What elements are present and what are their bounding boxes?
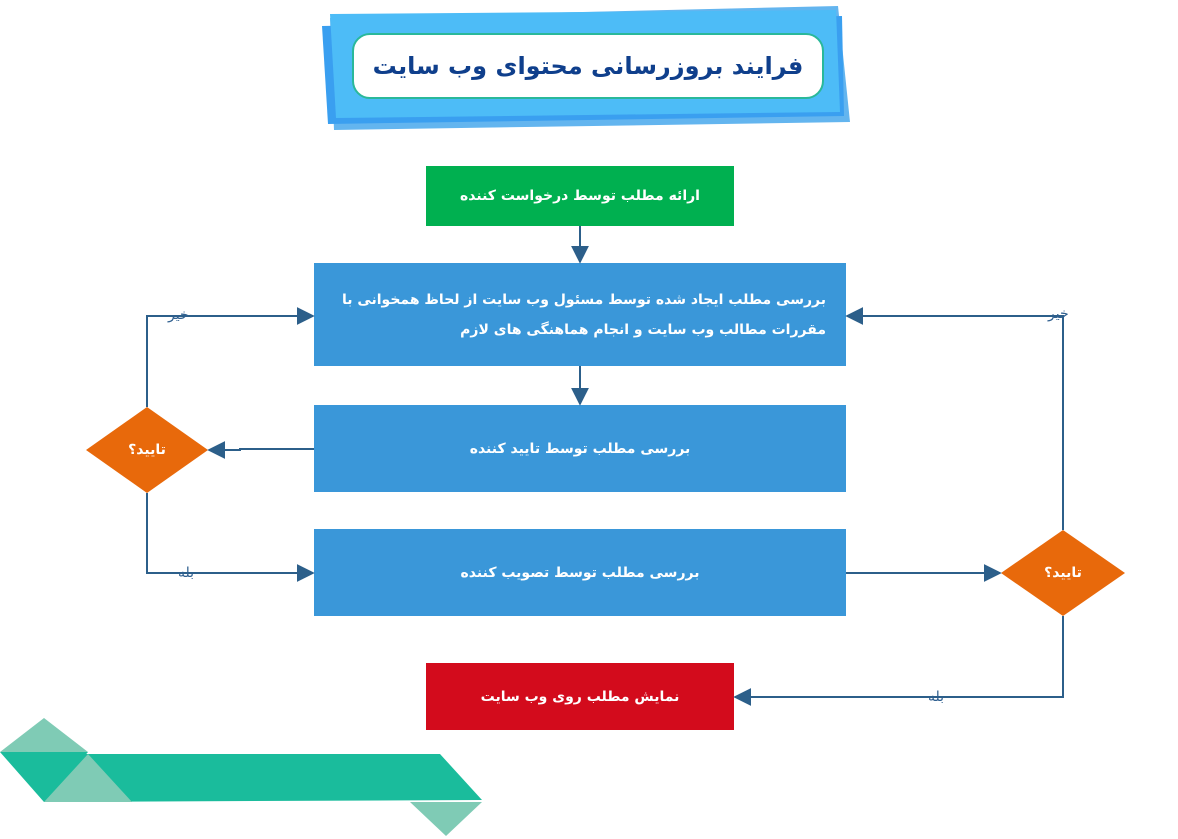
left-yes-label: بله: [178, 565, 195, 581]
left-decision-label: تایید؟: [128, 442, 166, 458]
left-no-label: خیر: [168, 307, 189, 323]
manager-review-box: [314, 263, 846, 366]
arrow-approver-to-left-decision: [207, 441, 314, 459]
publish-box: [426, 663, 734, 730]
ratifier-review-label: بررسی مطلب توسط تصویب کننده: [460, 564, 700, 581]
arrow-left-decision-yes: [146, 493, 315, 582]
right-decision-diamond: [1001, 530, 1125, 616]
submit-request-box: [426, 166, 734, 226]
approver-review-label: بررسی مطلب توسط تایید کننده: [469, 440, 691, 457]
arrow-right-decision-yes: [733, 616, 1064, 706]
arrow-left-decision-no: [146, 307, 315, 407]
right-no-label: خیر: [1048, 306, 1069, 322]
right-decision-label: تایید؟: [1044, 565, 1082, 581]
left-decision-diamond: [86, 407, 208, 493]
decorative-ribbon: [0, 718, 482, 836]
page-title: فرایند بروزرسانی محتوای وب سایت: [352, 33, 824, 99]
right-yes-label: بله: [928, 689, 945, 705]
manager-review-label: بررسی مطلب ایجاد شده توسط مسئول وب سایت …: [341, 291, 826, 338]
submit-request-label: ارائه مطلب توسط درخواست کننده: [460, 188, 700, 204]
arrow-right-decision-no: [845, 307, 1064, 530]
approver-review-box: [314, 405, 846, 492]
ratifier-review-box: [314, 529, 846, 616]
publish-label: نمایش مطلب روی وب سایت: [480, 688, 680, 705]
